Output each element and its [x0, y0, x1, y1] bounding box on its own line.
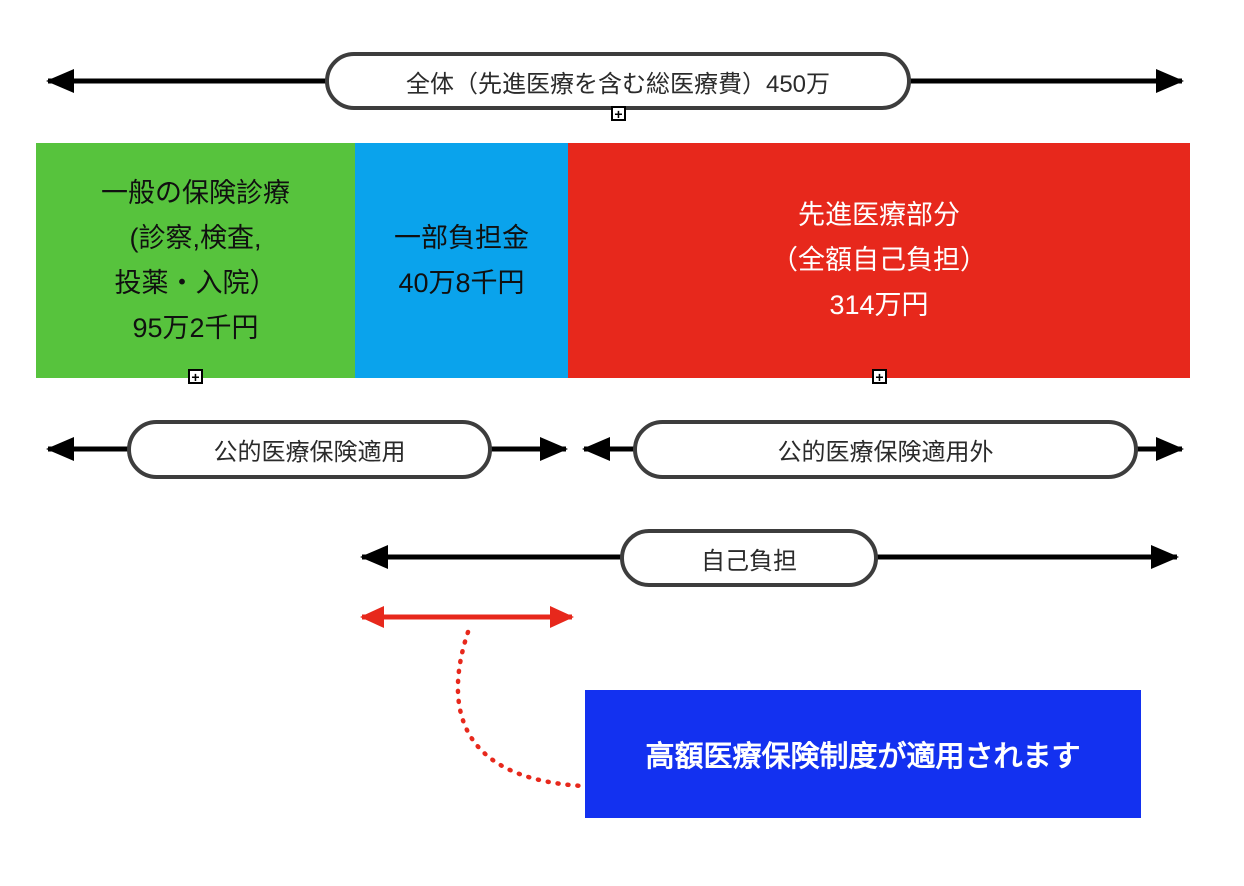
expand-icon-total[interactable]: +	[611, 106, 626, 121]
self-pay-label: 自己負担	[701, 547, 797, 575]
expand-icon-general[interactable]: +	[188, 369, 203, 384]
plus-glyph: +	[191, 368, 200, 385]
segment-line: 一般の保険診療	[101, 177, 290, 208]
segment-general-insurance: 一般の保険診療 (診察,検査, 投薬・入院） 95万2千円	[36, 143, 355, 378]
expand-icon-advanced[interactable]: +	[872, 369, 887, 384]
cost-bar: 一般の保険診療 (診察,検査, 投薬・入院） 95万2千円 一部負担金 40万8…	[36, 143, 1190, 378]
segment-line: 314万円	[829, 290, 929, 320]
segment-line: 40万8千円	[398, 267, 525, 298]
covered-label: 公的医療保険適用	[213, 439, 406, 466]
plus-glyph: +	[875, 368, 884, 385]
covered-pill: 公的医療保険適用	[127, 420, 492, 479]
high-cost-callout-text: 高額医療保険制度が適用されます	[645, 741, 1081, 773]
segment-line: （全額自己負担）	[771, 245, 987, 275]
total-cost-pill: 全体（先進医療を含む総医療費）450万	[325, 52, 911, 110]
total-cost-label: 全体（先進医療を含む総医療費）450万	[405, 70, 831, 98]
segment-line: 一部負担金	[394, 222, 529, 253]
segment-line: (診察,検査,	[129, 222, 262, 253]
plus-glyph: +	[614, 105, 623, 122]
segment-advanced-medical: 先進医療部分 （全額自己負担） 314万円	[568, 143, 1190, 378]
not-covered-label: 公的医療保険適用外	[777, 439, 994, 466]
dotted-connector	[455, 629, 586, 789]
segment-line: 先進医療部分	[798, 200, 960, 230]
self-pay-pill: 自己負担	[620, 529, 878, 587]
segment-line: 投薬・入院）	[114, 267, 277, 298]
not-covered-pill: 公的医療保険適用外	[633, 420, 1138, 479]
high-cost-callout: 高額医療保険制度が適用されます	[585, 690, 1141, 818]
segment-line: 95万2千円	[132, 312, 259, 343]
segment-copayment: 一部負担金 40万8千円	[355, 143, 568, 378]
